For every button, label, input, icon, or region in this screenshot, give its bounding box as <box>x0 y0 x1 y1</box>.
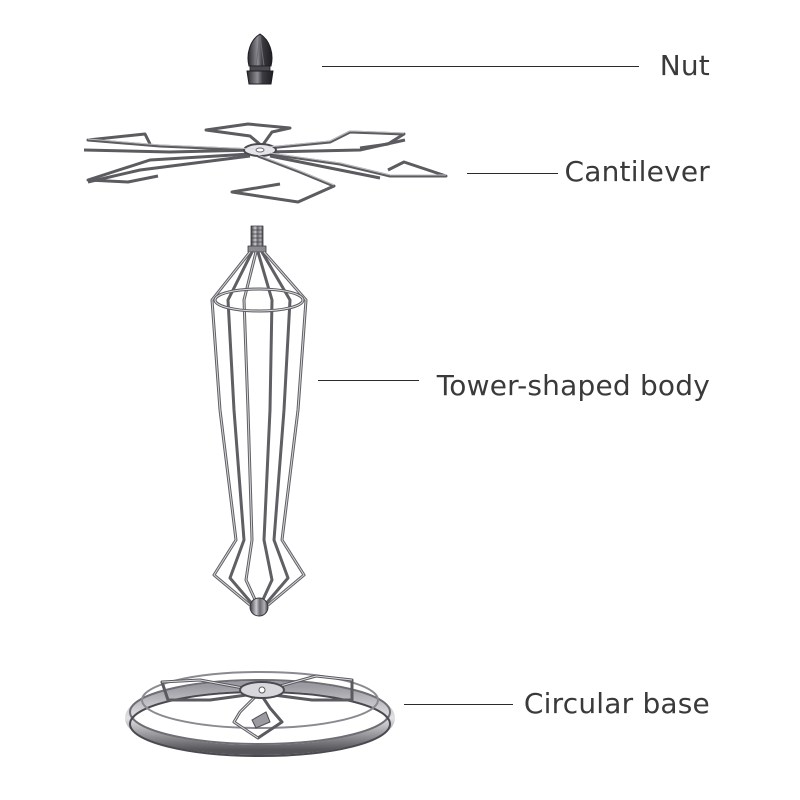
cantilever-highlight <box>87 130 446 186</box>
circular-base-part <box>125 671 395 757</box>
cantilever-label: Cantilever <box>564 155 710 188</box>
base-leader-line <box>404 704 513 705</box>
circular-base-label: Circular base <box>523 687 710 720</box>
nut-leader-line <box>322 66 639 67</box>
cantilever-part <box>83 122 448 204</box>
cantilever-leader-line <box>467 173 558 174</box>
nut-label: Nut <box>659 49 710 82</box>
tower-body-part <box>210 225 308 617</box>
tower-body-label: Tower-shaped body <box>436 369 710 402</box>
tower-leader-line <box>318 380 419 381</box>
nut-part <box>246 33 274 85</box>
